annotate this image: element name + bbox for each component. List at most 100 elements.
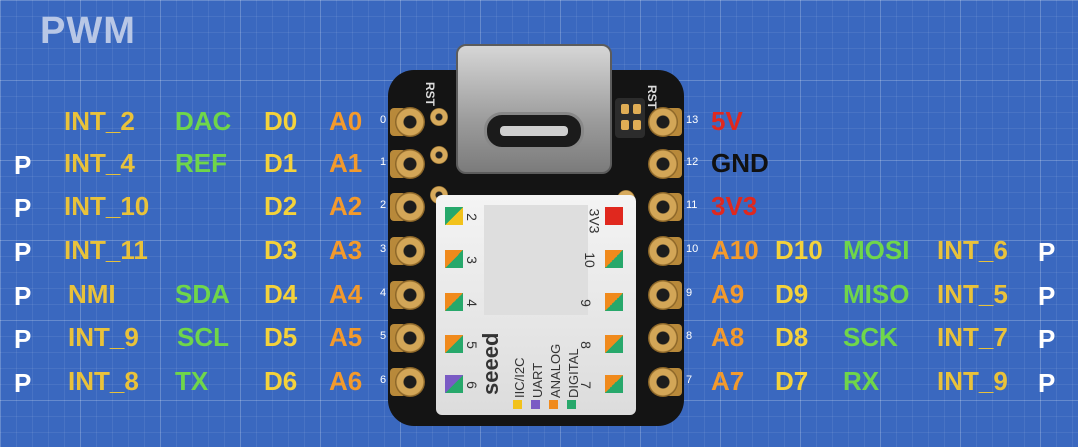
shield-pin-label: 3 xyxy=(463,256,480,264)
pin-number: 7 xyxy=(686,374,693,386)
digital-pin-label: D9 xyxy=(775,279,809,309)
legend-swatch xyxy=(549,400,558,409)
left-pad xyxy=(395,149,425,179)
function-label: MOSI xyxy=(843,235,910,265)
pwm-capable-marker: P xyxy=(1038,368,1056,398)
interrupt-label: INT_6 xyxy=(937,235,1008,265)
digital-pin-label: D2 xyxy=(264,191,298,221)
interrupt-label: INT_2 xyxy=(64,106,135,136)
legend-label: IIC/I2C xyxy=(512,357,527,398)
pin-color-square xyxy=(445,207,463,225)
function-label: SDA xyxy=(175,279,230,309)
pin-color-square xyxy=(445,250,463,268)
reset-label: RST xyxy=(423,82,437,106)
brand-logo: seeed xyxy=(478,332,503,395)
interrupt-label: INT_8 xyxy=(68,366,139,396)
right-pad xyxy=(648,107,678,137)
chip-window xyxy=(484,205,588,315)
pin-color-square xyxy=(445,293,463,311)
analog-pin-label: A8 xyxy=(711,322,745,352)
right-pad xyxy=(648,192,678,222)
pwm-capable-marker: P xyxy=(14,368,32,398)
pin-number: 1 xyxy=(380,156,387,168)
left-pad xyxy=(395,107,425,137)
led-indicator xyxy=(633,120,641,130)
analog-pin-label: A4 xyxy=(329,279,363,309)
shield-pin-label: 9 xyxy=(577,299,594,307)
interrupt-label: INT_7 xyxy=(937,322,1008,352)
interrupt-label: INT_9 xyxy=(68,322,139,352)
left-pad xyxy=(395,323,425,353)
shield-pin-label: 10 xyxy=(581,252,598,268)
digital-pin-label: D0 xyxy=(264,106,298,136)
pin-number: 10 xyxy=(686,243,699,255)
digital-pin-label: D4 xyxy=(264,279,298,309)
right-pad xyxy=(648,236,678,266)
function-label: SCK xyxy=(843,322,898,352)
page-title: PWM xyxy=(40,10,136,52)
reset-label: RST xyxy=(645,85,659,109)
left-pad xyxy=(395,367,425,397)
shield-pin-label: 4 xyxy=(463,299,480,307)
pwm-capable-marker: P xyxy=(14,193,32,223)
pin-number: 2 xyxy=(380,199,387,211)
function-label: RX xyxy=(843,366,880,396)
interrupt-label: INT_5 xyxy=(937,279,1008,309)
pwm-capable-marker: P xyxy=(1038,281,1056,311)
power-pin-label: 5V xyxy=(711,106,743,136)
legend-label: ANALOG xyxy=(548,343,563,398)
power-pin-label: GND xyxy=(711,148,769,178)
right-pad xyxy=(648,280,678,310)
digital-pin-label: D6 xyxy=(264,366,298,396)
digital-pin-label: D3 xyxy=(264,235,298,265)
led-indicator xyxy=(621,120,629,130)
pwm-capable-marker: P xyxy=(14,150,32,180)
left-pad xyxy=(395,280,425,310)
analog-pin-label: A0 xyxy=(329,106,363,136)
pin-number: 8 xyxy=(686,330,693,342)
function-label: REF xyxy=(175,148,227,178)
analog-pin-label: A7 xyxy=(711,366,745,396)
analog-pin-label: A3 xyxy=(329,235,363,265)
analog-pin-label: A2 xyxy=(329,191,363,221)
pin-number: 9 xyxy=(686,287,693,299)
function-label: MISO xyxy=(843,279,910,309)
legend-swatch xyxy=(531,400,540,409)
digital-pin-label: D8 xyxy=(775,322,809,352)
interrupt-label: INT_10 xyxy=(64,191,150,221)
digital-pin-label: D1 xyxy=(264,148,298,178)
pin-color-square xyxy=(445,375,463,393)
legend-label: DIGITAL xyxy=(566,348,581,398)
left-pad xyxy=(395,236,425,266)
left-pad xyxy=(395,192,425,222)
pin-number: 0 xyxy=(380,114,387,126)
pin-color-square xyxy=(445,335,463,353)
shield-pin-label: 3V3 xyxy=(586,208,603,234)
analog-pin-label: A6 xyxy=(329,366,363,396)
analog-pin-label: A1 xyxy=(329,148,363,178)
pin-number: 3 xyxy=(380,243,387,255)
interrupt-label: INT_9 xyxy=(937,366,1008,396)
interrupt-label: INT_11 xyxy=(64,235,148,265)
pwm-capable-marker: P xyxy=(14,237,32,267)
digital-pin-label: D7 xyxy=(775,366,809,396)
right-pad xyxy=(648,367,678,397)
pin-number: 4 xyxy=(380,287,387,299)
pin-color-square xyxy=(605,375,623,393)
pin-number: 12 xyxy=(686,156,699,168)
usb-c-connector xyxy=(456,44,612,174)
right-pad xyxy=(648,149,678,179)
pin-color-square xyxy=(605,250,623,268)
shield-pin-label: 2 xyxy=(463,213,480,221)
legend-swatch xyxy=(513,400,522,409)
pwm-capable-marker: P xyxy=(14,281,32,311)
function-label: SCL xyxy=(177,322,229,352)
pwm-capable-marker: P xyxy=(1038,237,1056,267)
mounting-hole xyxy=(430,146,448,164)
analog-pin-label: A5 xyxy=(329,322,363,352)
digital-pin-label: D5 xyxy=(264,322,298,352)
pin-number: 6 xyxy=(380,374,387,386)
pin-color-square xyxy=(605,335,623,353)
right-pad xyxy=(648,323,678,353)
pwm-capable-marker: P xyxy=(14,324,32,354)
